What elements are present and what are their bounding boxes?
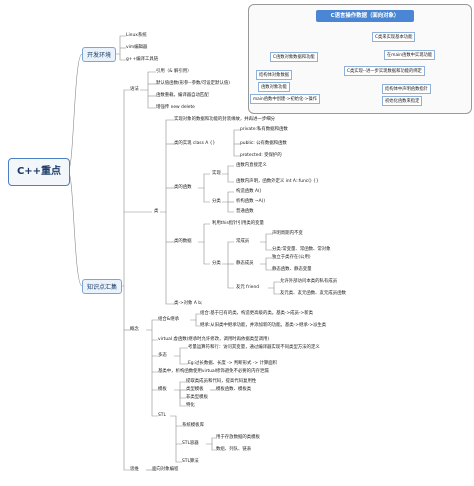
compose-item: 继承:从旧类中继承功能，并添加新的功能。基类->继承->派生类 [200,323,327,328]
func-cat-item: 构造函数 A() [236,189,262,194]
template-nontype: 非类型模板 [186,395,208,400]
panel-right-head: C类来实现基本功能 [372,32,416,42]
data-friend: 友元 friend [236,285,260,290]
data-static-item: 静态函数、静态变量 [272,267,312,272]
data-this: 利用this指针引用类的变量 [212,221,264,226]
panel-right-sub: 在main函数中实现功能 [384,50,436,60]
concept-stl: STL [158,413,166,418]
class-data: 类的数据 [174,239,192,244]
thought-item: 面向对象编程 [152,467,179,472]
class-impl-item: private:私有数据和函数 [240,127,288,132]
stl-container: STL容器 [182,441,199,446]
func-impl-item: 函数内声明，函数外定义 int A::func() {} [236,179,319,184]
panel-left-item: main函数中创建->初始化->操作 [250,94,321,104]
data-static: 静态成员 [236,261,254,266]
syntax-item: 引用（& 解引用） [156,69,192,74]
panel-left-item: 结构体对象数据 [256,70,293,80]
panel-right-sub: 结构体中声明函数指针 [382,84,431,94]
template-spec: 特化 [186,403,195,408]
concept-base: 基类中，析构函数使用virtual修饰避免不必要的内存泄漏 [158,369,269,374]
panel-left-item: 函数对象功能 [258,82,290,92]
syntax-item: 函数重载，编译器自动匹配 [156,93,209,98]
env-item: vim编辑器 [126,45,148,50]
syntax-item: 增强传 new delete [156,105,195,110]
node-knowledge: 知识点汇集 [82,279,123,294]
panel-title: C语言操作数据（面向对象） [316,10,414,22]
func-cat: 分类 [212,199,221,204]
panel-left-head: C函数对象数据和功能 [270,52,318,62]
data-const: 常成员 [236,239,250,244]
class-top: 实现对象的数据和功能的封装缘故，并再进一步细分 [174,117,275,122]
data-static-item: 独立于类存在(公用) [272,255,311,260]
root-node: C++重点 [8,158,70,186]
class-impl-item: protected: 受保护的 [240,153,282,158]
env-item: g++编译工具链 [126,57,159,62]
env-item: Linux系统 [126,33,147,38]
node-syntax: 语法 [130,87,139,92]
template-head: 提取类成员和代码，提高代码复用性 [186,379,257,384]
concept-template: 模板 [158,387,167,392]
node-thought: 思维 [130,467,139,472]
stl-container-item: 数组、列队、链表 [216,447,252,452]
concept-virtual: virtual 虚函数(继承时允许修改，调用时再依据类型调用) [158,337,270,342]
data-friend-item: 友元类、友元函数、友元成员函数 [280,291,346,296]
poly-item: Eg:过长数据、长度 -> 判断形式 -> 计算面积 [188,361,278,366]
class-func: 类的函数 [174,185,192,190]
stl-container-item: 用于存放数据的类模板 [216,435,260,440]
template-type-item: 模板函数、模板类 [216,387,252,392]
class-impl-item: public: 公有数据和函数 [240,141,287,146]
concept-poly: 多态 [158,353,167,358]
stl-lib: 系统模板库 [182,423,204,428]
node-dev-env: 开发环境 [82,47,117,62]
func-cat-item: 普通函数 [236,209,254,214]
data-const-item: 声明周期内不变 [272,231,303,236]
data-friend-item: 允许外部访问本类的私有成员 [280,279,338,284]
concept-compose: 组合&继承 [158,317,179,322]
func-cat-item: 析构函数 ~A() [236,199,266,204]
func-impl: 实现 [212,171,221,176]
class-ptr: 类->对象 A b; [174,301,203,306]
data-const-item: 分类:常变量、常函数、常对象 [272,247,331,252]
compose-item: 组合:基于已有的类，构造更高级的类。基类->成员->新类 [200,311,313,316]
syntax-item: 默认值函数(形参--参数/可设定默认值) [156,81,230,86]
node-concept: 概念 [130,327,139,332]
panel-right-sub: 初始化函数来指定 [382,96,423,106]
func-impl-item: 函数内直接定义 [236,163,267,168]
template-type: 类型模板 [186,387,204,392]
stl-algo: STL算法 [182,459,199,464]
panel-right-head: C类实现--进一步实现数据和功能的绑定 [344,66,425,76]
class-impl: 类的实现 class A {} [174,141,216,146]
node-class: 类 [154,209,159,214]
poly-item: 考量运算符和行：访问其变量，通过编译器实现不同类型方法的定义 [188,345,320,350]
data-cat: 分类 [212,261,221,266]
